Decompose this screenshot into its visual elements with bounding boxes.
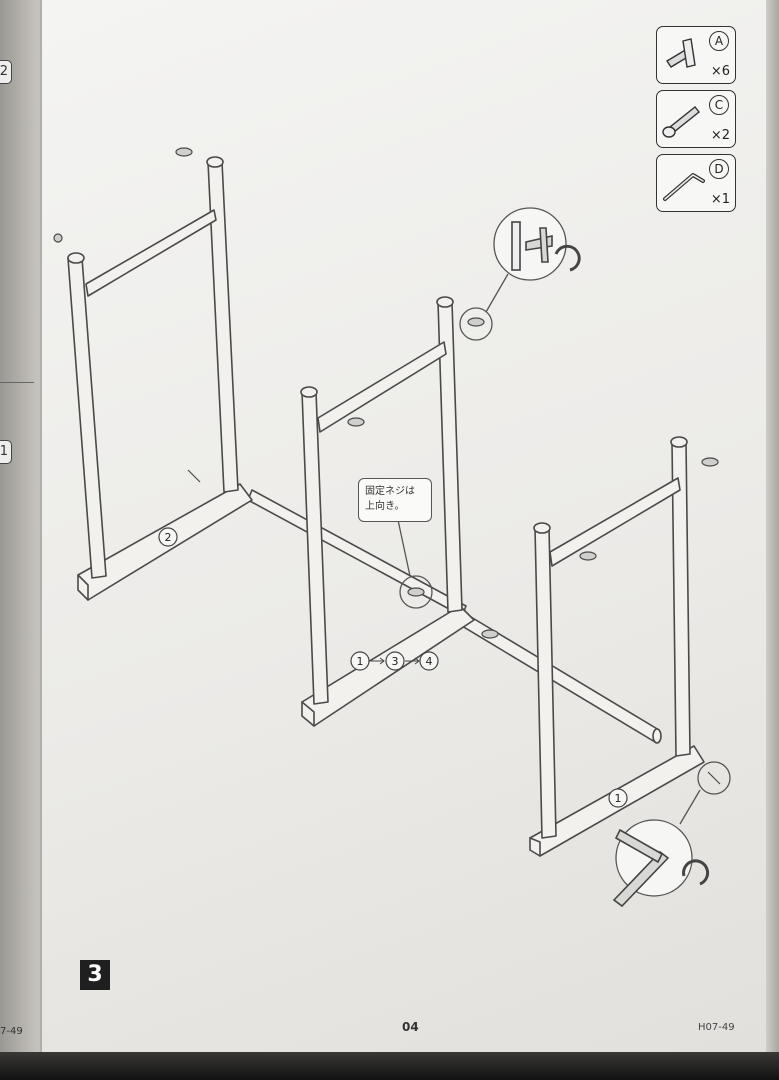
page-right-edge (766, 0, 779, 1055)
part-letter-c: C (709, 95, 729, 115)
hex-bolt-icon (187, 469, 201, 483)
wing-bolt-icon (347, 417, 365, 427)
note-line-2: 上向き。 (365, 501, 405, 512)
part-qty-c: ×2 (710, 128, 730, 143)
bolt-orientation-note: 固定ネジは 上向き。 (358, 478, 432, 522)
parts-box-d: D ×1 (656, 154, 736, 212)
hex-bolt-icon (662, 106, 700, 138)
connecting-rod-1 (247, 489, 467, 617)
wing-bolt-icon (701, 457, 719, 467)
sequence-label-3: 3 (392, 655, 399, 668)
sequence-label-4: 4 (426, 655, 433, 668)
sequence-label-1: 1 (357, 655, 364, 668)
wing-bolt-icon (175, 147, 193, 157)
note-line-1: 固定ネジは (365, 486, 415, 497)
hex-bolt-icon (707, 771, 721, 785)
left-post-1 (67, 257, 107, 579)
wing-bolt-icon (481, 629, 499, 639)
wing-bolt-icon (666, 38, 696, 68)
part-qty-a: ×6 (710, 64, 730, 79)
part-letter-d: D (709, 159, 729, 179)
parts-box-a: A ×6 (656, 26, 736, 84)
prev-part-badge: 2 (0, 60, 12, 84)
right-post-1 (534, 527, 557, 839)
wing-bolt-icon (407, 587, 425, 597)
right-crossbar (549, 477, 681, 567)
middle-post-1 (301, 391, 329, 705)
bolt-icon (53, 233, 63, 243)
part-label-1: 1 (615, 792, 622, 805)
detail-circle (459, 307, 493, 341)
detail-circle (697, 761, 731, 795)
detail-circle (399, 575, 433, 609)
bottom-shadow (0, 1052, 779, 1080)
wing-bolt-icon (579, 551, 597, 561)
part-qty-d: ×1 (710, 192, 730, 207)
part-label-2: 2 (165, 531, 172, 544)
prev-footer-code: 7-49 (0, 1026, 23, 1037)
hex-key-icon (663, 173, 705, 201)
wing-bolt-icon (467, 317, 485, 327)
left-crossbar (85, 209, 217, 297)
previous-page-edge: 2 1 7-49 (0, 0, 40, 1080)
parts-box-c: C ×2 (656, 90, 736, 148)
part-letter-a: A (709, 31, 729, 51)
prev-part-badge-2: 1 (0, 440, 12, 464)
middle-crossbar (317, 341, 447, 433)
step-number: 3 (80, 960, 110, 990)
prev-divider (0, 382, 34, 383)
page-number: 04 (402, 1020, 419, 1034)
rod-end (652, 728, 662, 744)
model-code: H07-49 (698, 1022, 735, 1033)
